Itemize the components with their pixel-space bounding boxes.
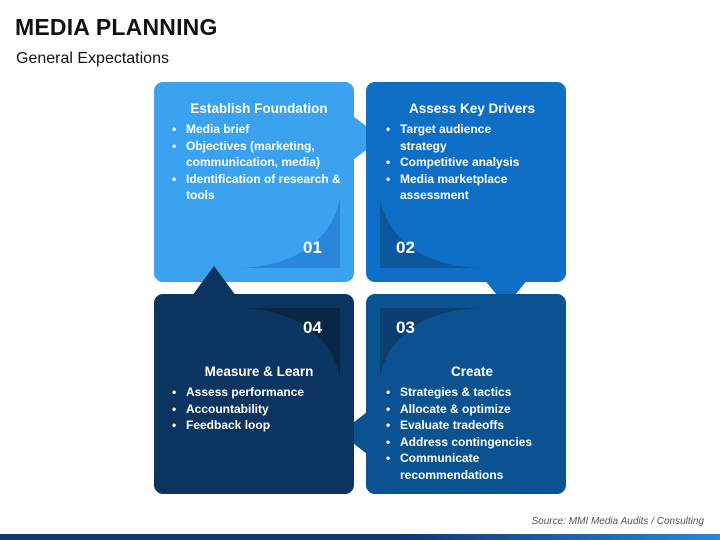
- step-2-title: Assess Key Drivers: [408, 101, 536, 116]
- step-2-content: Assess Key Drivers Target audience strat…: [384, 101, 560, 204]
- list-item: Assess performance: [170, 384, 348, 401]
- list-item: Media marketplace assessment: [384, 171, 519, 204]
- step-1-fold: [240, 198, 340, 268]
- step-4-arrow: [186, 266, 242, 304]
- list-item: Target audience strategy: [384, 121, 494, 154]
- list-item: Strategies & tactics: [384, 384, 560, 401]
- list-item: Address contingencies: [384, 434, 560, 451]
- step-4-fold: [240, 308, 340, 378]
- step-3-number: 03: [396, 318, 415, 337]
- step-3-title: Create: [450, 364, 494, 379]
- step-2-arrow: [478, 272, 534, 306]
- page-title: MEDIA PLANNING: [15, 14, 218, 40]
- step-1-content: Establish Foundation Media brief Objecti…: [170, 101, 348, 204]
- list-item: Objectives (marketing, communication, me…: [170, 138, 348, 171]
- step-1-title: Establish Foundation: [190, 101, 328, 116]
- list-item: Competitive analysis: [384, 154, 560, 171]
- step-2-number: 02: [396, 238, 415, 257]
- list-item: Feedback loop: [170, 417, 348, 434]
- step-3-fold: [380, 308, 480, 378]
- list-item: Media brief: [170, 121, 348, 138]
- bottom-accent-bar: [0, 534, 720, 540]
- step-1-number: 01: [303, 238, 322, 257]
- page-subtitle: General Expectations: [16, 50, 169, 67]
- step-3-arrow: [340, 405, 376, 461]
- step-4-number: 04: [303, 318, 322, 337]
- step-3-list: Strategies & tactics Allocate & optimize…: [384, 384, 560, 483]
- step-3-content: Create Strategies & tactics Allocate & o…: [384, 364, 560, 483]
- list-item: Identification of research & tools: [170, 171, 348, 204]
- step-2-fold: [380, 198, 480, 268]
- list-item: Communicate recommendations: [384, 450, 524, 483]
- step-1-arrow: [345, 110, 382, 166]
- step-2-list: Target audience strategy Competitive ana…: [384, 121, 560, 204]
- step-4-title: Measure & Learn: [204, 364, 314, 379]
- step-1-list: Media brief Objectives (marketing, commu…: [170, 121, 348, 204]
- step-4-content: Measure & Learn Assess performance Accou…: [170, 364, 348, 434]
- list-item: Allocate & optimize: [384, 401, 560, 418]
- step-4-list: Assess performance Accountability Feedba…: [170, 384, 348, 434]
- list-item: Evaluate tradeoffs: [384, 417, 560, 434]
- source-note: Source: MMI Media Audits / Consulting: [531, 516, 704, 527]
- list-item: Accountability: [170, 401, 348, 418]
